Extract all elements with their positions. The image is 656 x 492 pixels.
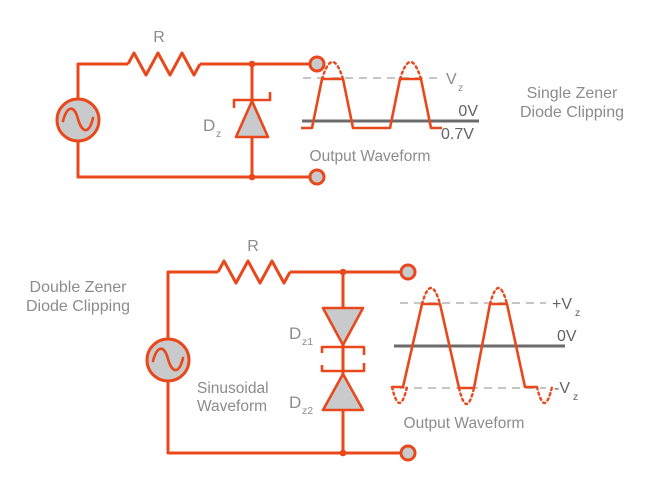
neg-vz-label-sub: z [573,391,578,403]
output-terminal-bottom [399,444,417,462]
pos-vz-label-main: +V [552,296,572,313]
unclipped-peak-2 [398,60,423,81]
output-waveform-caption: Output Waveform [310,148,431,165]
output-terminal-top [308,55,326,73]
output-waveform-caption: Output Waveform [404,415,525,432]
vz-label-sub: z [458,82,463,94]
diode1-label-main: D [289,324,301,343]
diode2-cathode-bar [320,363,366,373]
unclipped-trough-mid [457,386,476,406]
diode1-triangle [321,306,365,347]
diode-label-main: D [203,116,215,135]
diode2-triangle [321,372,365,412]
resistor-zigzag [216,259,292,285]
pos-vz-label: +V z [552,296,580,319]
unclipped-trough-right [535,385,554,405]
wire-left-and-bottom [166,270,400,455]
diode1-cathode-bar [320,345,366,355]
diode2-label-sub: z2 [302,405,313,417]
title-line2: Diode Clipping [520,104,624,121]
diode1-label-sub: z1 [302,336,313,348]
sinusoidal-waveform-label: Sinusoidal Waveform [197,380,269,415]
single-zener-title: Single Zener Diode Clipping [520,85,624,121]
resistor-label: R [247,238,259,255]
zero-volt-label: 0V [458,103,478,120]
junction-dot-top [339,268,347,276]
vz-label-main: V [446,71,457,88]
diode-dz1-label: D z1 [289,324,313,348]
title-line2: Diode Clipping [26,298,130,315]
unclipped-peak-top-2 [488,286,509,306]
resistor-zigzag [126,51,202,77]
ac-source [55,97,101,143]
junction-dot-bottom [339,449,347,457]
diode-dz-label: D z [203,116,221,140]
ac-source [145,337,191,383]
neg-vz-label-main: -V [554,380,570,397]
junction-dot-bottom [248,173,256,181]
unclipped-peak-top-1 [420,286,442,306]
diode-dz2-label: D z2 [289,393,313,417]
resistor-label: R [153,29,165,46]
output-terminal-bottom [308,168,326,186]
title-line1: Single Zener [527,85,618,102]
diode-triangle [234,99,270,139]
sine-icon [61,107,95,132]
neg-vz-label: -V z [554,380,578,403]
clipped-wave [392,302,537,390]
single-zener-circuit: R D z [55,29,326,186]
vz-label: V z [446,71,463,94]
zener-diode-stack [320,272,366,453]
unclipped-peak-1 [320,60,345,81]
clip-0v7-label: 0.7V [441,126,474,143]
sine-icon [151,347,185,372]
pos-vz-label-sub: z [575,307,580,319]
double-zener-waveform: +V z 0V -V z Output Waveform [390,286,580,432]
zero-volt-label: 0V [557,328,577,345]
double-zener-title: Double Zener Diode Clipping [26,279,130,315]
output-terminal-top [399,263,417,281]
junction-dot-top [248,60,256,68]
source-label-line2: Waveform [197,398,267,415]
diode-label-sub: z [216,128,221,140]
diode2-label-main: D [289,393,301,412]
double-zener-circuit: R Sinusoidal Waveform D z1 D z2 [145,238,417,462]
clipped-wave [301,77,442,130]
zener-diode-dz [232,64,272,177]
source-label-line1: Sinusoidal [197,380,269,397]
title-line1: Double Zener [30,279,128,296]
single-zener-waveform: V z 0V 0.7V Output Waveform [301,60,479,165]
unclipped-trough-left [390,385,409,405]
wire-left-and-bottom [76,62,309,179]
